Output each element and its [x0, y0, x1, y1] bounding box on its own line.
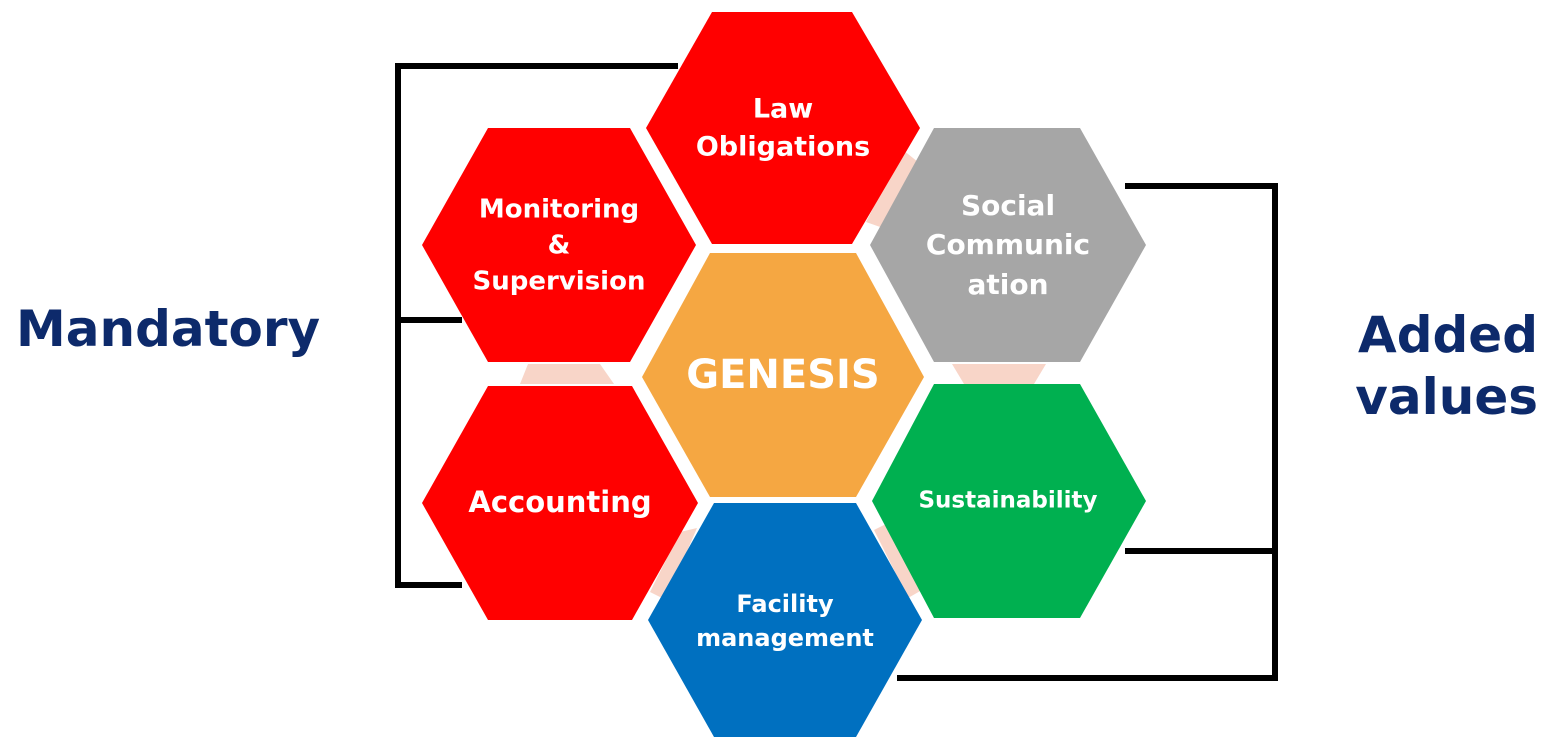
added-values-group-label: Added values: [1355, 304, 1538, 428]
hex-sustainability: Sustainability: [872, 384, 1146, 618]
hex-monitoring-supervision: Monitoring & Supervision: [422, 128, 696, 362]
hex-social-line-3: ation: [967, 268, 1048, 301]
hex-accounting-line-1: Accounting: [468, 485, 651, 519]
added-values-line-2: values: [1355, 368, 1538, 426]
hex-facility-line-1: Facility: [736, 590, 834, 618]
hex-social-line-1: Social: [961, 189, 1055, 222]
center-title: GENESIS: [686, 352, 879, 398]
hex-monitoring-line-3: Supervision: [473, 267, 646, 297]
hex-genesis-center: GENESIS: [642, 253, 924, 497]
hex-monitoring-line-2: &: [548, 231, 571, 261]
connector-monitoring-accounting: [520, 364, 614, 384]
connectors: [520, 150, 1046, 600]
connector-facility-sustainability: [874, 522, 922, 598]
mandatory-group-label: Mandatory: [16, 300, 321, 358]
right-bracket: [897, 183, 1278, 681]
hex-social-communication: Social Communic ation: [870, 128, 1146, 362]
hex-law-line-1: Law: [753, 94, 813, 125]
connector-social-sustainability: [952, 364, 1046, 384]
hex-monitoring-line-1: Monitoring: [479, 195, 639, 225]
hex-law-obligations: Law Obligations: [646, 12, 920, 244]
added-values-line-1: Added: [1358, 306, 1538, 364]
hex-law-line-2: Obligations: [696, 132, 870, 163]
connector-accounting-facility: [650, 528, 697, 600]
hex-facility-management: Facility management: [648, 503, 922, 737]
hex-social-line-2: Communic: [926, 228, 1090, 261]
hex-accounting: Accounting: [422, 386, 698, 620]
left-bracket: [395, 63, 678, 588]
connector-law-social: [866, 150, 918, 228]
hex-facility-line-2: management: [696, 624, 874, 652]
hex-sustainability-line-1: Sustainability: [918, 488, 1097, 514]
